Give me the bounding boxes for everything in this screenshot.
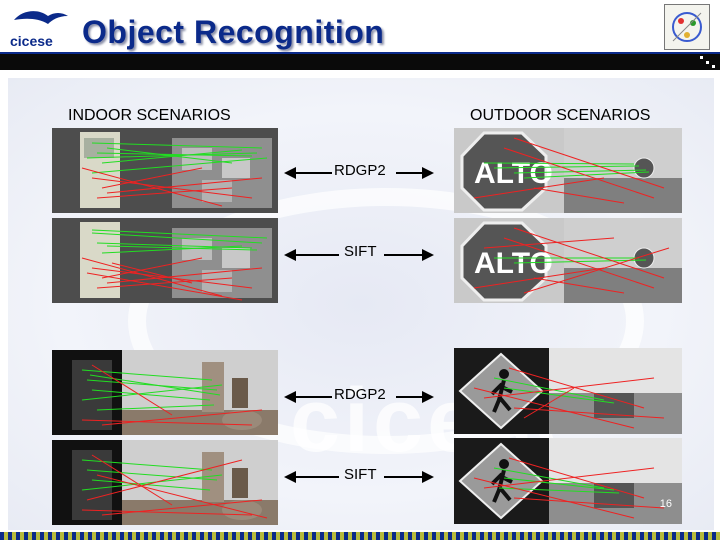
outdoor-scenarios-label: OUTDOOR SCENARIOS	[470, 107, 651, 124]
double-arrow-icon	[284, 167, 434, 179]
outdoor-sift-image-2: 16	[454, 438, 682, 524]
outdoor-sift-image-1: ALTO	[454, 218, 682, 303]
outdoor-rdgp2-image-2	[454, 348, 682, 434]
geco-badge-logo	[664, 4, 710, 50]
title-bar	[0, 54, 720, 70]
footer-stripe	[0, 532, 720, 540]
method-label-rdgp2-2: RDGP2	[334, 386, 386, 403]
indoor-sift-image-2	[52, 440, 278, 525]
indoor-sift-image-1	[52, 218, 278, 303]
double-arrow-icon	[284, 249, 434, 261]
double-arrow-icon	[284, 391, 434, 403]
stop-sign-text: ALTO	[474, 157, 553, 190]
method-label-rdgp2-1: RDGP2	[334, 162, 386, 179]
slide-title: Object Recognition	[82, 14, 385, 50]
header-divider	[0, 52, 720, 54]
indoor-rdgp2-image-1	[52, 128, 278, 213]
indoor-scenarios-label: INDOOR SCENARIOS	[68, 107, 231, 124]
method-label-sift-2: SIFT	[344, 466, 377, 483]
stop-sign-text: ALTO	[474, 247, 553, 280]
logo-wordmark: cicese	[10, 33, 53, 49]
method-label-sift-1: SIFT	[344, 243, 377, 260]
cicese-logo: cicese	[10, 11, 68, 49]
slide-header: cicese Object Recognition	[0, 0, 720, 55]
page-number: 16	[659, 498, 672, 510]
outdoor-rdgp2-image-1: ALTO	[454, 128, 682, 213]
indoor-rdgp2-image-2	[52, 350, 278, 435]
double-arrow-icon	[284, 471, 434, 483]
